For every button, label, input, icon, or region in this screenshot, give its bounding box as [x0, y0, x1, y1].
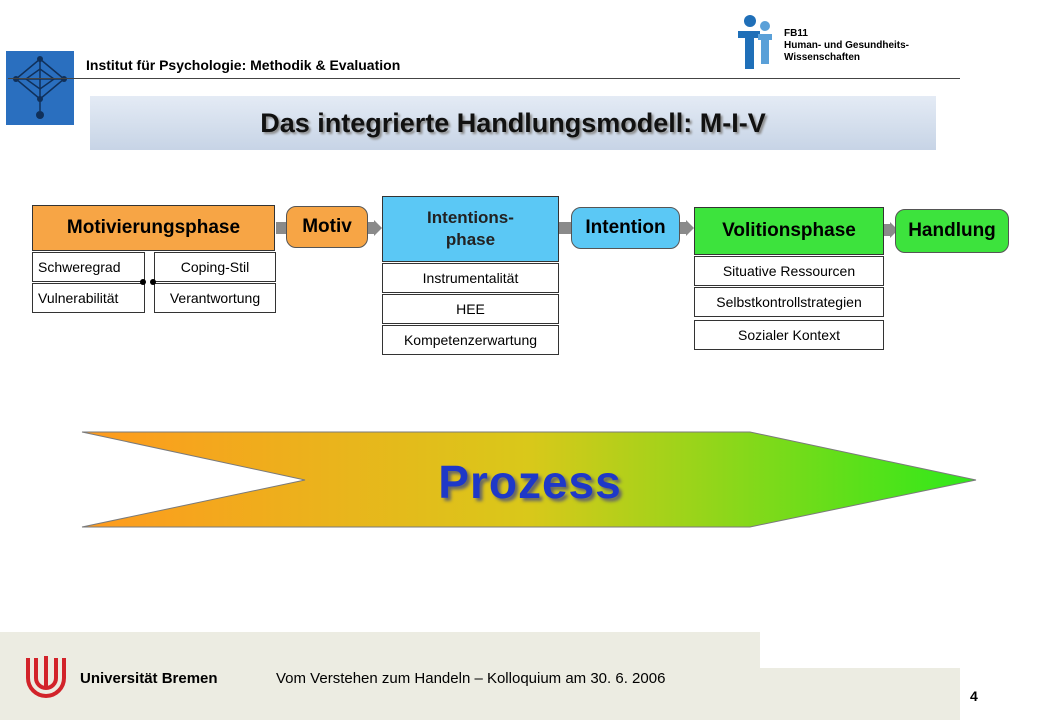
footer-background [0, 632, 760, 720]
connector-arrow-tip [686, 220, 694, 236]
motivation-cell: Verantwortung [154, 283, 276, 313]
page-title: Das integrierte Handlungsmodell: M-I-V [260, 107, 766, 138]
connector-arrow-tip [890, 222, 898, 238]
institute-logo-icon [6, 51, 74, 125]
faculty-line: Wissenschaften [784, 52, 861, 63]
connector-arrow [368, 222, 374, 234]
university-logo-icon [22, 652, 70, 700]
connector-arrow [559, 222, 571, 234]
title-banner [90, 96, 936, 150]
volition-phase-header: Volitionsphase [694, 207, 884, 255]
faculty-line: Human- und Gesundheits- [784, 40, 909, 51]
connector-arrow [884, 224, 890, 236]
connector-arrow-tip [374, 220, 382, 236]
intention-cell: Instrumentalität [382, 263, 559, 293]
volition-cell: Situative Ressourcen [694, 256, 884, 286]
process-label: Prozess [438, 456, 622, 508]
motivation-cell: Schweregrad [32, 252, 145, 282]
institute-title: Institut für Psychologie: Methodik & Eva… [86, 57, 401, 73]
volition-cell: Selbstkontrollstrategien [694, 287, 884, 317]
motivation-phase-header: Motivierungsphase [32, 205, 275, 251]
handlung-node: Handlung [895, 209, 1009, 253]
process-arrow-shape [81, 431, 977, 528]
intention-phase-label: phase [445, 230, 496, 249]
motivation-cell: Coping-Stil [154, 252, 276, 282]
header-divider [8, 78, 960, 79]
faculty-line: FB11 [784, 28, 808, 39]
connector-arrow [680, 222, 686, 234]
page-number: 4 [970, 688, 978, 704]
intention-cell: Kompetenzerwartung [382, 325, 559, 355]
university-name: Universität Bremen [80, 670, 218, 687]
intention-cell: HEE [382, 294, 559, 324]
footer-background [760, 668, 960, 720]
faculty-label: FB11 Human- und Gesundheits- Wissenschaf… [784, 28, 909, 64]
intention-phase-header: Intentions- phase [382, 196, 559, 262]
link-dot [140, 279, 146, 285]
faculty-logo-icon [736, 14, 776, 70]
motivation-cell: Vulnerabilität [32, 283, 145, 313]
intention-phase-label: Intentions- [427, 208, 514, 227]
link-dot [150, 279, 156, 285]
volition-cell: Sozialer Kontext [694, 320, 884, 350]
intention-node: Intention [571, 207, 680, 249]
motiv-node: Motiv [286, 206, 368, 248]
footer-event: Vom Verstehen zum Handeln – Kolloquium a… [276, 670, 666, 687]
connector-arrow [276, 222, 286, 234]
